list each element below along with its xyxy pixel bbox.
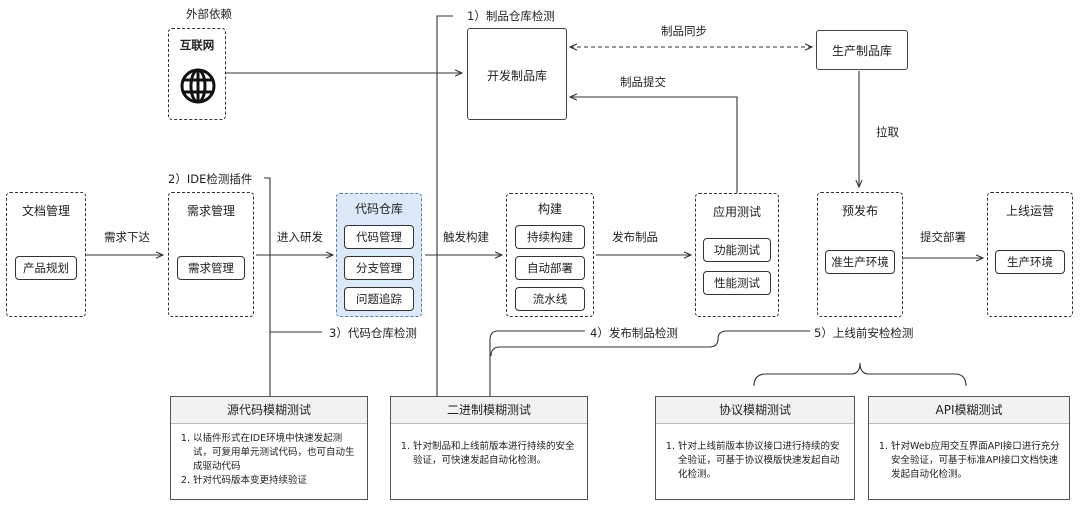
source-fuzz-item: 以插件形式在IDE环境中快速发起测试，可复用单元测试代码，也可自动生成驱动代码 bbox=[193, 432, 359, 474]
continuous-build-item: 持续构建 bbox=[515, 225, 585, 249]
artifact-submit-label: 制品提交 bbox=[620, 75, 666, 89]
docs-title: 文档管理 bbox=[21, 204, 70, 218]
prod-artifact-repo: 生产制品库 bbox=[816, 30, 908, 70]
requirements-item: 需求管理 bbox=[177, 256, 245, 280]
binary-fuzz-item: 针对制品和上线前版本进行持续的安全验证，可快速发起自动化检测。 bbox=[413, 440, 579, 468]
operations-box: 上线运营 生产环境 bbox=[987, 192, 1073, 317]
prerelease-title: 预发布 bbox=[841, 204, 878, 218]
external-dependency-caption: 外部依赖 bbox=[186, 7, 232, 21]
code-management-item: 代码管理 bbox=[344, 225, 414, 249]
source-fuzz-item: 针对代码版本变更持续验证 bbox=[193, 474, 359, 488]
source-fuzz-title: 源代码模糊测试 bbox=[171, 397, 367, 424]
req-down-label: 需求下达 bbox=[104, 230, 150, 244]
api-fuzz-title: API模糊测试 bbox=[869, 397, 1069, 424]
prerelease-box: 预发布 准生产环境 bbox=[817, 192, 903, 317]
protocol-fuzz-title: 协议模糊测试 bbox=[656, 397, 854, 424]
enter-dev-label: 进入研发 bbox=[277, 230, 323, 244]
pipeline-item: 流水线 bbox=[515, 287, 585, 311]
globe-icon bbox=[180, 68, 216, 104]
trigger-build-label: 触发构建 bbox=[443, 230, 489, 244]
pull-label: 拉取 bbox=[876, 125, 899, 139]
api-fuzz-item: 针对Web应用交互界面API接口进行充分安全验证，可基于标准API接口文档快速发… bbox=[891, 440, 1061, 482]
checkpoint-publish-artifact: 4）发布制品检测 bbox=[590, 326, 678, 340]
prod-repo-title: 生产制品库 bbox=[831, 44, 892, 58]
build-title: 构建 bbox=[537, 202, 562, 216]
source-fuzz-panel: 源代码模糊测试 以插件形式在IDE环境中快速发起测试，可复用单元测试代码，也可自… bbox=[170, 396, 368, 500]
app-test-box: 应用测试 功能测试 性能测试 bbox=[695, 193, 779, 317]
internet-title: 互联网 bbox=[179, 38, 215, 52]
staging-env-item: 准生产环境 bbox=[825, 250, 895, 274]
requirements-title: 需求管理 bbox=[186, 204, 235, 218]
production-env-item: 生产环境 bbox=[995, 250, 1065, 274]
dev-repo-title: 开发制品库 bbox=[486, 69, 547, 83]
operations-title: 上线运营 bbox=[1005, 204, 1054, 218]
branch-management-item: 分支管理 bbox=[344, 256, 414, 280]
app-test-title: 应用测试 bbox=[712, 205, 761, 219]
code-repo-title: 代码仓库 bbox=[354, 202, 403, 216]
api-fuzz-panel: API模糊测试 针对Web应用交互界面API接口进行充分安全验证，可基于标准AP… bbox=[868, 396, 1070, 500]
code-repo-box: 代码仓库 代码管理 分支管理 问题追踪 bbox=[336, 193, 422, 317]
docs-management-box: 文档管理 产品规划 bbox=[6, 192, 86, 317]
checkpoint-code-repo: 3）代码仓库检测 bbox=[329, 326, 417, 340]
binary-fuzz-title: 二进制模糊测试 bbox=[391, 397, 587, 424]
artifact-sync-label: 制品同步 bbox=[661, 24, 707, 38]
protocol-fuzz-panel: 协议模糊测试 针对上线前版本协议接口进行持续的安全验证，可基于协议模版快速发起自… bbox=[655, 396, 855, 500]
binary-fuzz-panel: 二进制模糊测试 针对制品和上线前版本进行持续的安全验证，可快速发起自动化检测。 bbox=[390, 396, 588, 500]
dev-artifact-repo: 开发制品库 bbox=[467, 28, 567, 120]
protocol-fuzz-item: 针对上线前版本协议接口进行持续的安全验证，可基于协议模版快速发起自动化检测。 bbox=[678, 440, 846, 482]
checkpoint-ide-plugin: 2）IDE检测插件 bbox=[168, 172, 253, 186]
checkpoint-artifact-repo: 1）制品仓库检测 bbox=[467, 9, 555, 23]
functional-test-item: 功能测试 bbox=[703, 238, 771, 262]
internet-box: 互联网 bbox=[168, 28, 226, 120]
checkpoint-prelaunch: 5）上线前安检检测 bbox=[814, 326, 914, 340]
publish-label: 发布制品 bbox=[612, 230, 658, 244]
product-planning-item: 产品规划 bbox=[15, 256, 77, 280]
issue-tracking-item: 问题追踪 bbox=[344, 287, 414, 311]
requirements-box: 需求管理 需求管理 bbox=[168, 192, 254, 317]
build-box: 构建 持续构建 自动部署 流水线 bbox=[506, 193, 594, 317]
performance-test-item: 性能测试 bbox=[703, 271, 771, 295]
submit-deploy-label: 提交部署 bbox=[920, 230, 966, 244]
auto-deploy-item: 自动部署 bbox=[515, 256, 585, 280]
